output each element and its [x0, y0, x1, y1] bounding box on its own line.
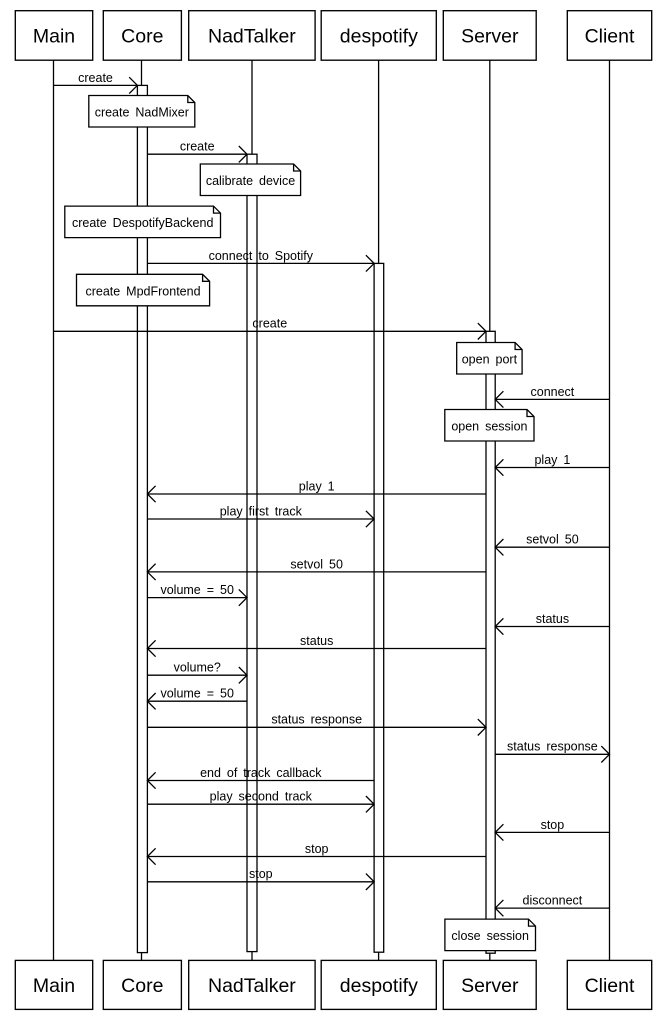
svg-text:play 1: play 1: [534, 453, 570, 467]
svg-text:disconnect: disconnect: [523, 894, 583, 908]
svg-text:create NadMixer: create NadMixer: [95, 106, 189, 120]
svg-text:Main: Main: [33, 975, 75, 997]
svg-text:close session: close session: [451, 929, 529, 943]
svg-text:play second track: play second track: [210, 790, 313, 804]
svg-text:volume?: volume?: [174, 661, 221, 675]
svg-text:create: create: [180, 140, 215, 154]
svg-text:stop: stop: [249, 867, 273, 881]
svg-text:play 1: play 1: [299, 479, 335, 493]
svg-text:play first track: play first track: [220, 504, 303, 518]
svg-text:status: status: [536, 612, 569, 626]
svg-text:NadTalker: NadTalker: [208, 975, 296, 997]
svg-text:NadTalker: NadTalker: [208, 26, 296, 48]
svg-text:setvol 50: setvol 50: [290, 557, 343, 571]
svg-text:create: create: [78, 71, 113, 85]
svg-text:despotify: despotify: [340, 975, 418, 997]
svg-text:volume = 50: volume = 50: [160, 583, 233, 597]
svg-text:Client: Client: [585, 975, 635, 997]
svg-text:despotify: despotify: [340, 26, 418, 48]
svg-text:Server: Server: [461, 26, 519, 48]
svg-text:stop: stop: [305, 842, 329, 856]
svg-text:status: status: [300, 634, 333, 648]
svg-text:create DespotifyBackend: create DespotifyBackend: [72, 216, 214, 230]
svg-text:status response: status response: [271, 713, 362, 727]
svg-text:create: create: [252, 317, 287, 331]
svg-text:Core: Core: [121, 26, 163, 48]
svg-text:status response: status response: [507, 740, 598, 754]
svg-text:calibrate device: calibrate device: [206, 174, 295, 188]
svg-text:volume = 50: volume = 50: [160, 687, 233, 701]
svg-text:open port: open port: [462, 353, 518, 367]
svg-text:Client: Client: [585, 26, 635, 48]
svg-text:Main: Main: [33, 26, 75, 48]
svg-text:connect: connect: [531, 385, 575, 399]
svg-text:connect to Spotify: connect to Spotify: [209, 249, 314, 263]
svg-text:create MpdFrontend: create MpdFrontend: [85, 284, 200, 298]
svg-text:Core: Core: [121, 975, 163, 997]
svg-text:Server: Server: [461, 975, 519, 997]
svg-text:setvol 50: setvol 50: [526, 533, 579, 547]
svg-text:stop: stop: [541, 818, 565, 832]
svg-text:end of track callback: end of track callback: [200, 766, 322, 780]
svg-text:open session: open session: [451, 420, 527, 434]
